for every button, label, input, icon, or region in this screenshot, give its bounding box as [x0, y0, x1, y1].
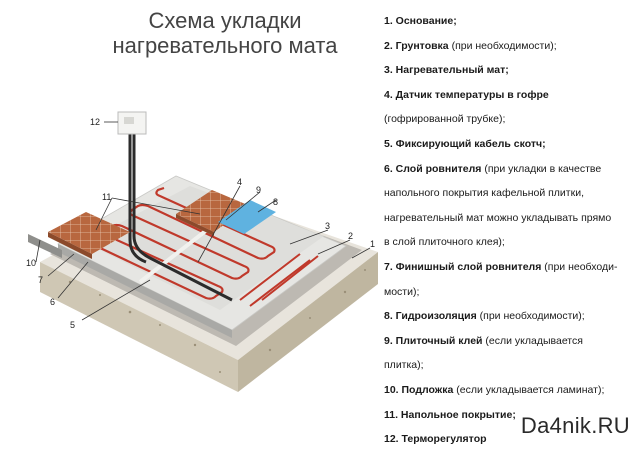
legend-line: плитка);	[384, 353, 636, 378]
base-texture	[68, 269, 366, 373]
legend-line: 8. Гидроизоляция (при необходимости);	[384, 304, 636, 329]
legend-line: мости);	[384, 280, 636, 305]
legend-line: напольного покрытия кафельной плитки,	[384, 181, 636, 206]
callout-11: 11	[102, 192, 111, 202]
legend-line: 11. Напольное покрытие;	[384, 403, 636, 428]
callout-10: 10	[26, 258, 36, 268]
underlay-layer	[28, 234, 62, 258]
sensor-conduit	[132, 130, 233, 302]
legend-line: в слой плиточного клея);	[384, 230, 636, 255]
legend-line: 3. Нагревательный мат;	[384, 58, 636, 83]
legend-term: 8. Гидроизоляция	[384, 310, 477, 323]
legend-line: 1. Основание;	[384, 9, 636, 34]
thermostat-display	[124, 117, 134, 124]
legend-note: мости);	[384, 285, 420, 298]
legend-note: (при необходимости);	[448, 39, 557, 52]
callout-8: 8	[273, 197, 278, 207]
legend-line: 5. Фиксирующий кабель скотч;	[384, 132, 636, 157]
legend-line: 7. Финишный слой ровнителя (при необходи…	[384, 255, 636, 280]
title-line-2: нагревательного мата	[112, 33, 338, 58]
callout-5: 5	[70, 320, 75, 330]
base-layer-front	[40, 262, 238, 392]
legend-note: напольного покрытия кафельной плитки,	[384, 187, 584, 200]
legend-note: (если укладывается ламинат);	[453, 383, 605, 396]
tile-right	[176, 190, 250, 232]
callout-2: 2	[348, 231, 353, 241]
legend-term: 12. Терморегулятор	[384, 433, 487, 446]
legend-term: 5. Фиксирующий кабель скотч;	[384, 137, 546, 150]
callout-9: 9	[256, 185, 261, 195]
legend-line: 12. Терморегулятор	[384, 427, 636, 452]
callout-6: 6	[50, 297, 55, 307]
legend-term: 9. Плиточный клей	[384, 334, 483, 347]
legend-line: нагревательный мат можно укладывать прям…	[384, 206, 636, 231]
legend-term: 11. Напольное покрытие;	[384, 408, 516, 421]
heating-cable-2	[239, 253, 319, 307]
legend-note: (при необходи-	[541, 260, 618, 273]
legend-line: 10. Подложка (если укладывается ламинат)…	[384, 378, 636, 403]
legend-note: (гофрированной трубке);	[384, 113, 506, 126]
callout-4: 4	[237, 177, 242, 187]
callout-3: 3	[325, 221, 330, 231]
heating-mat-diagram: 1 2 3 4 5 6 7 8 9 10 11 12	[26, 111, 378, 392]
legend-term: 7. Финишный слой ровнителя	[384, 260, 542, 273]
legend-line: 2. Грунтовка (при необходимости);	[384, 34, 636, 59]
legend-line: (гофрированной трубке);	[384, 107, 636, 132]
legend-note: (если укладывается	[482, 334, 583, 347]
legend-term: 2. Грунтовка	[384, 39, 449, 52]
callout-7: 7	[38, 275, 43, 285]
tile-right-edge	[176, 214, 214, 236]
callout-12: 12	[90, 117, 100, 127]
legend: 1. Основание; 2. Грунтовка (при необходим…	[384, 9, 636, 452]
callout-1: 1	[370, 239, 375, 249]
diagram-title: Схема укладки нагревательного мата	[80, 8, 370, 58]
tile-left	[48, 212, 130, 254]
tile-left-edge	[48, 232, 92, 259]
legend-note: нагревательный мат можно укладывать прям…	[384, 211, 612, 224]
heating-cable	[95, 186, 276, 300]
legend-note: (при укладки в качестве	[481, 162, 602, 175]
legend-term: 10. Подложка	[384, 383, 454, 396]
waterproofing-layer	[218, 200, 276, 234]
legend-term: 3. Нагревательный мат;	[384, 64, 509, 77]
base-layer-side	[238, 252, 378, 392]
legend-term: 4. Датчик температуры в гофре	[384, 88, 549, 101]
legend-line: 9. Плиточный клей (если укладывается	[384, 329, 636, 354]
legend-term: 6. Слой ровнителя	[384, 162, 482, 175]
screed-edge	[58, 244, 232, 338]
legend-note: плитка);	[384, 359, 424, 372]
legend-note: в слой плиточного клея);	[384, 236, 505, 249]
legend-term: 1. Основание;	[384, 15, 457, 27]
legend-line: 6. Слой ровнителя (при укладки в качеств…	[384, 157, 636, 182]
title-line-1: Схема укладки	[148, 8, 302, 33]
thermostat-wire	[128, 130, 147, 264]
legend-note: (при необходимости);	[476, 310, 585, 323]
site-watermark: Da4nik.RU	[520, 413, 630, 438]
legend-line: 4. Датчик температуры в гофре	[384, 83, 636, 108]
callout-leaders	[35, 121, 371, 321]
